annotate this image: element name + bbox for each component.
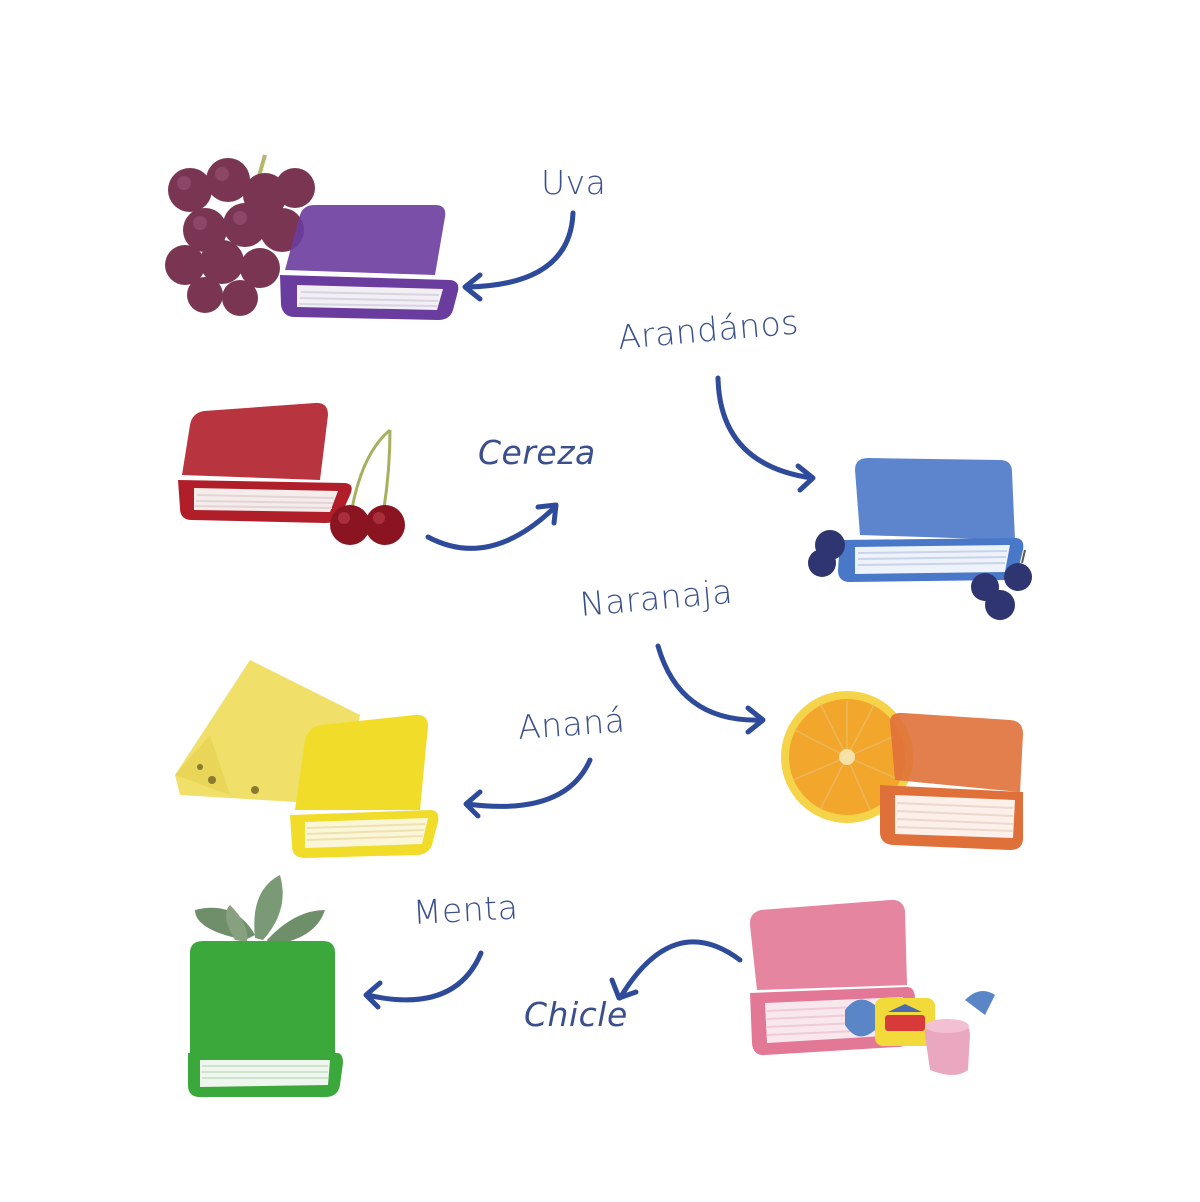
orange-wax-case-product <box>775 685 1023 850</box>
pineapple-wax-case-product <box>170 655 439 858</box>
curved-arrow-icon <box>363 950 484 1010</box>
curved-arrow-icon <box>463 757 593 819</box>
flavor-label-chicle: Chicle <box>524 995 628 1034</box>
purple-case-icon <box>280 205 459 320</box>
cherry-wax-case-product <box>170 395 405 545</box>
curved-arrow-icon <box>655 643 766 735</box>
curved-arrow-icon <box>462 210 576 302</box>
flavor-label-menta: Menta <box>411 887 520 932</box>
mint-leaves-icon <box>195 875 325 945</box>
orange-case-icon <box>880 712 1023 850</box>
blue-case-icon <box>838 458 1024 582</box>
flavor-label-naranja: Naranaja <box>578 571 735 624</box>
cherries-icon <box>330 428 405 545</box>
bubble-gum-candy-icon <box>845 991 995 1075</box>
green-case-icon <box>188 941 343 1097</box>
flavor-label-anana: Ananá <box>516 700 627 747</box>
curved-arrow-icon <box>425 502 559 551</box>
blueberry-wax-case-product <box>800 450 1050 620</box>
curved-arrow-icon <box>609 939 743 1001</box>
bubblegum-wax-case-product <box>745 895 995 1075</box>
yellow-case-icon <box>290 714 439 858</box>
flavor-label-arandanos: Arandános <box>616 302 801 357</box>
flavor-label-cereza: Cereza <box>478 433 596 472</box>
flavor-label-uva: Uva <box>541 163 607 202</box>
red-case-icon <box>178 402 352 523</box>
grape-wax-case-product <box>160 150 480 320</box>
blueberries-icon <box>808 530 1032 620</box>
curved-arrow-icon <box>715 375 816 493</box>
mint-wax-case-product <box>175 870 345 1097</box>
